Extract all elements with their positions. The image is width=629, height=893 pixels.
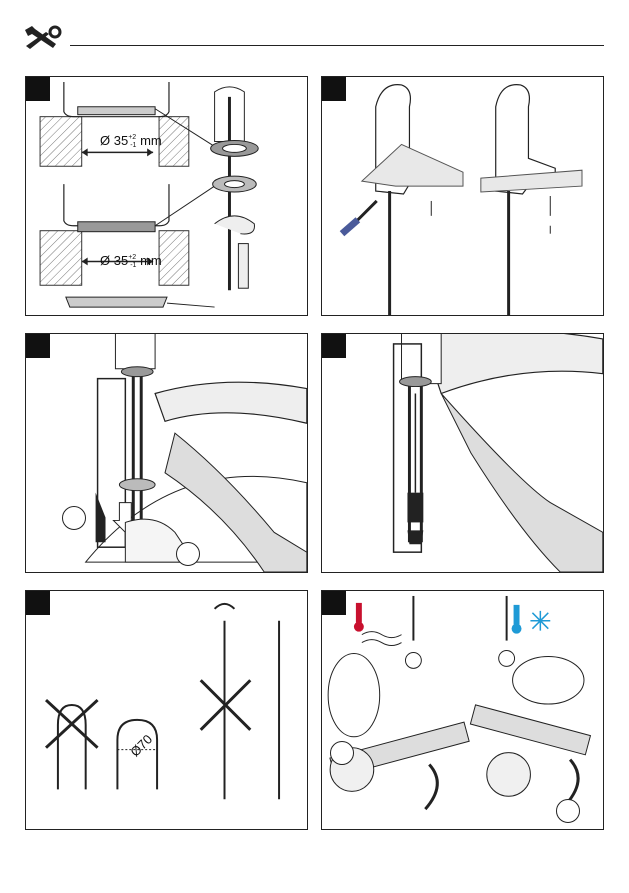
panel-6 xyxy=(321,590,604,830)
header-rule xyxy=(70,45,604,46)
step-circle-b xyxy=(176,542,200,566)
dimension-top: Ø 35+2-1 mm xyxy=(100,134,162,150)
panel-2 xyxy=(321,76,604,316)
panel-5: Ø70 xyxy=(25,590,308,830)
dimension-bottom: Ø 35+2-1 mm xyxy=(100,254,162,270)
panel-1: Ø 35+2-1 mm Ø 35+2-1 mm xyxy=(25,76,308,316)
panel-3 xyxy=(25,333,308,573)
step-circle-a xyxy=(330,741,354,765)
wrench-screwdriver-icon xyxy=(22,20,62,56)
step-circle-b xyxy=(556,799,580,823)
step-circle-a xyxy=(62,506,86,530)
panel-4 xyxy=(321,333,604,573)
